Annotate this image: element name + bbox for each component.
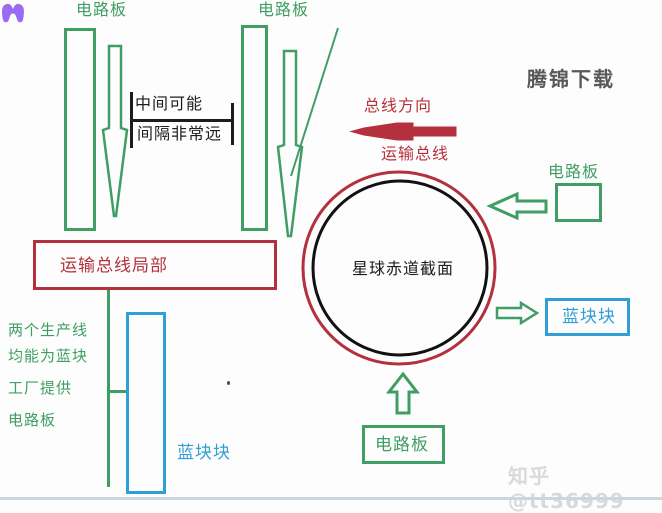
left-note-line2: 均能为蓝块 [8,347,89,365]
tengjin-logo-icon [2,3,24,23]
board-label-top-mid: 电路板 [258,0,310,19]
gap-note-line2: 间隔非常远 [137,124,223,143]
right-blue-block-box [545,298,630,336]
board-line-left-rect [64,28,96,231]
bus-direction-arrow-icon [349,122,457,141]
up-block-arrow-icon [385,371,421,415]
planet-circle [311,179,489,357]
bus-local-label: 运输总线局部 [60,256,168,276]
down-arrow-mid-icon [276,49,304,238]
board-label-bottom: 电路板 [375,435,429,455]
tengjin-watermark: 腾锦下载 [527,67,615,91]
blue-block-factory-rect [126,312,166,494]
bus-direction-label: 总线方向 [364,96,433,115]
board-label-right: 电路板 [548,162,600,181]
blue-block-label-bottom-left: 蓝块块 [177,443,231,463]
planet-equator-label: 星球赤道截面 [351,259,454,278]
diagram-shapes [33,25,630,494]
blue-block-label-right: 蓝块块 [562,307,616,327]
bottom-board-box [362,425,445,464]
right-block-arrow-icon [495,300,540,326]
board-line-mid-rect [241,25,268,231]
bus-name-label: 运输总线 [381,144,450,163]
left-note-line4: 电路板 [8,411,57,429]
left-note-line3: 工厂提供 [8,379,73,397]
left-block-arrow-icon [486,191,548,221]
right-board-rect [555,183,602,222]
tengjin-logo-path [2,3,24,23]
zhihu-watermark: 知乎 @tt36999 [508,464,625,513]
left-note-line1: 两个生产线 [8,321,89,339]
bus-local-box [33,240,277,290]
bottom-divider [0,497,662,500]
gap-note-line1: 中间可能 [135,94,204,113]
stray-speck [227,381,230,385]
down-arrow-left-icon [101,44,129,218]
green-guide-line [290,27,339,177]
board-label-top-left: 电路板 [76,0,128,19]
